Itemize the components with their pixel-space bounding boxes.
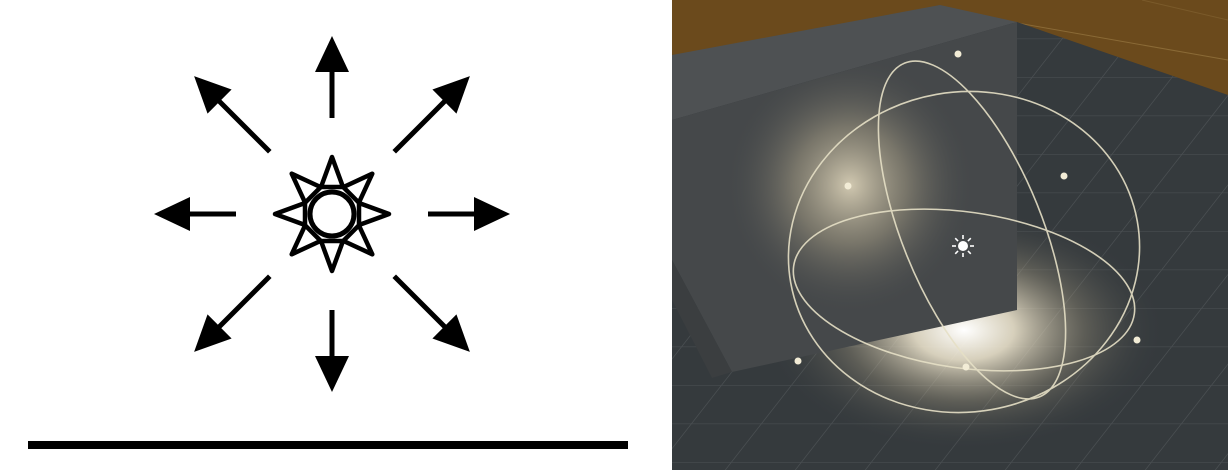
arrow-down: [315, 310, 349, 392]
light-bulb-icon[interactable]: [952, 235, 974, 257]
cube-top: [672, 5, 1017, 120]
sun-icon: [272, 154, 392, 274]
light-rays: [154, 36, 510, 392]
sun-ray-spike: [341, 171, 375, 205]
sun-ray-spike: [272, 200, 308, 228]
arrow-down-left: [194, 274, 272, 352]
gizmo-handle-top[interactable]: [954, 50, 962, 58]
diagram-canvas: [28, 36, 628, 449]
sun-ray-spike: [318, 154, 346, 190]
arrow-up: [315, 36, 349, 118]
arrow-left: [154, 197, 236, 231]
point-light-diagram: [28, 36, 628, 449]
arrow-up-right: [392, 76, 470, 154]
sun-ray-spike: [289, 171, 323, 205]
arrow-right: [428, 197, 510, 231]
sun-ray-spike: [356, 200, 392, 228]
gizmo-handle-bottom[interactable]: [962, 363, 970, 371]
arrow-down-right: [392, 274, 470, 352]
cube-side: [672, 260, 732, 378]
gizmo-handle-right[interactable]: [1060, 172, 1068, 180]
gizmo-handle-bottom-left[interactable]: [794, 357, 802, 365]
gizmo-handle-bottom-right[interactable]: [1133, 336, 1141, 344]
sun-ray-spike: [341, 223, 375, 257]
ground-line: [28, 441, 628, 449]
point-light-scene: [672, 0, 1228, 470]
scene-canvas: [672, 0, 1228, 470]
sun-ray-spike: [289, 223, 323, 257]
arrow-up-left: [194, 76, 272, 154]
sun-ray-spike: [318, 238, 346, 274]
range-sphere-gizmo: [787, 60, 1141, 414]
gizmo-handle-left[interactable]: [844, 182, 852, 190]
gizmo-handles[interactable]: [794, 50, 1141, 371]
